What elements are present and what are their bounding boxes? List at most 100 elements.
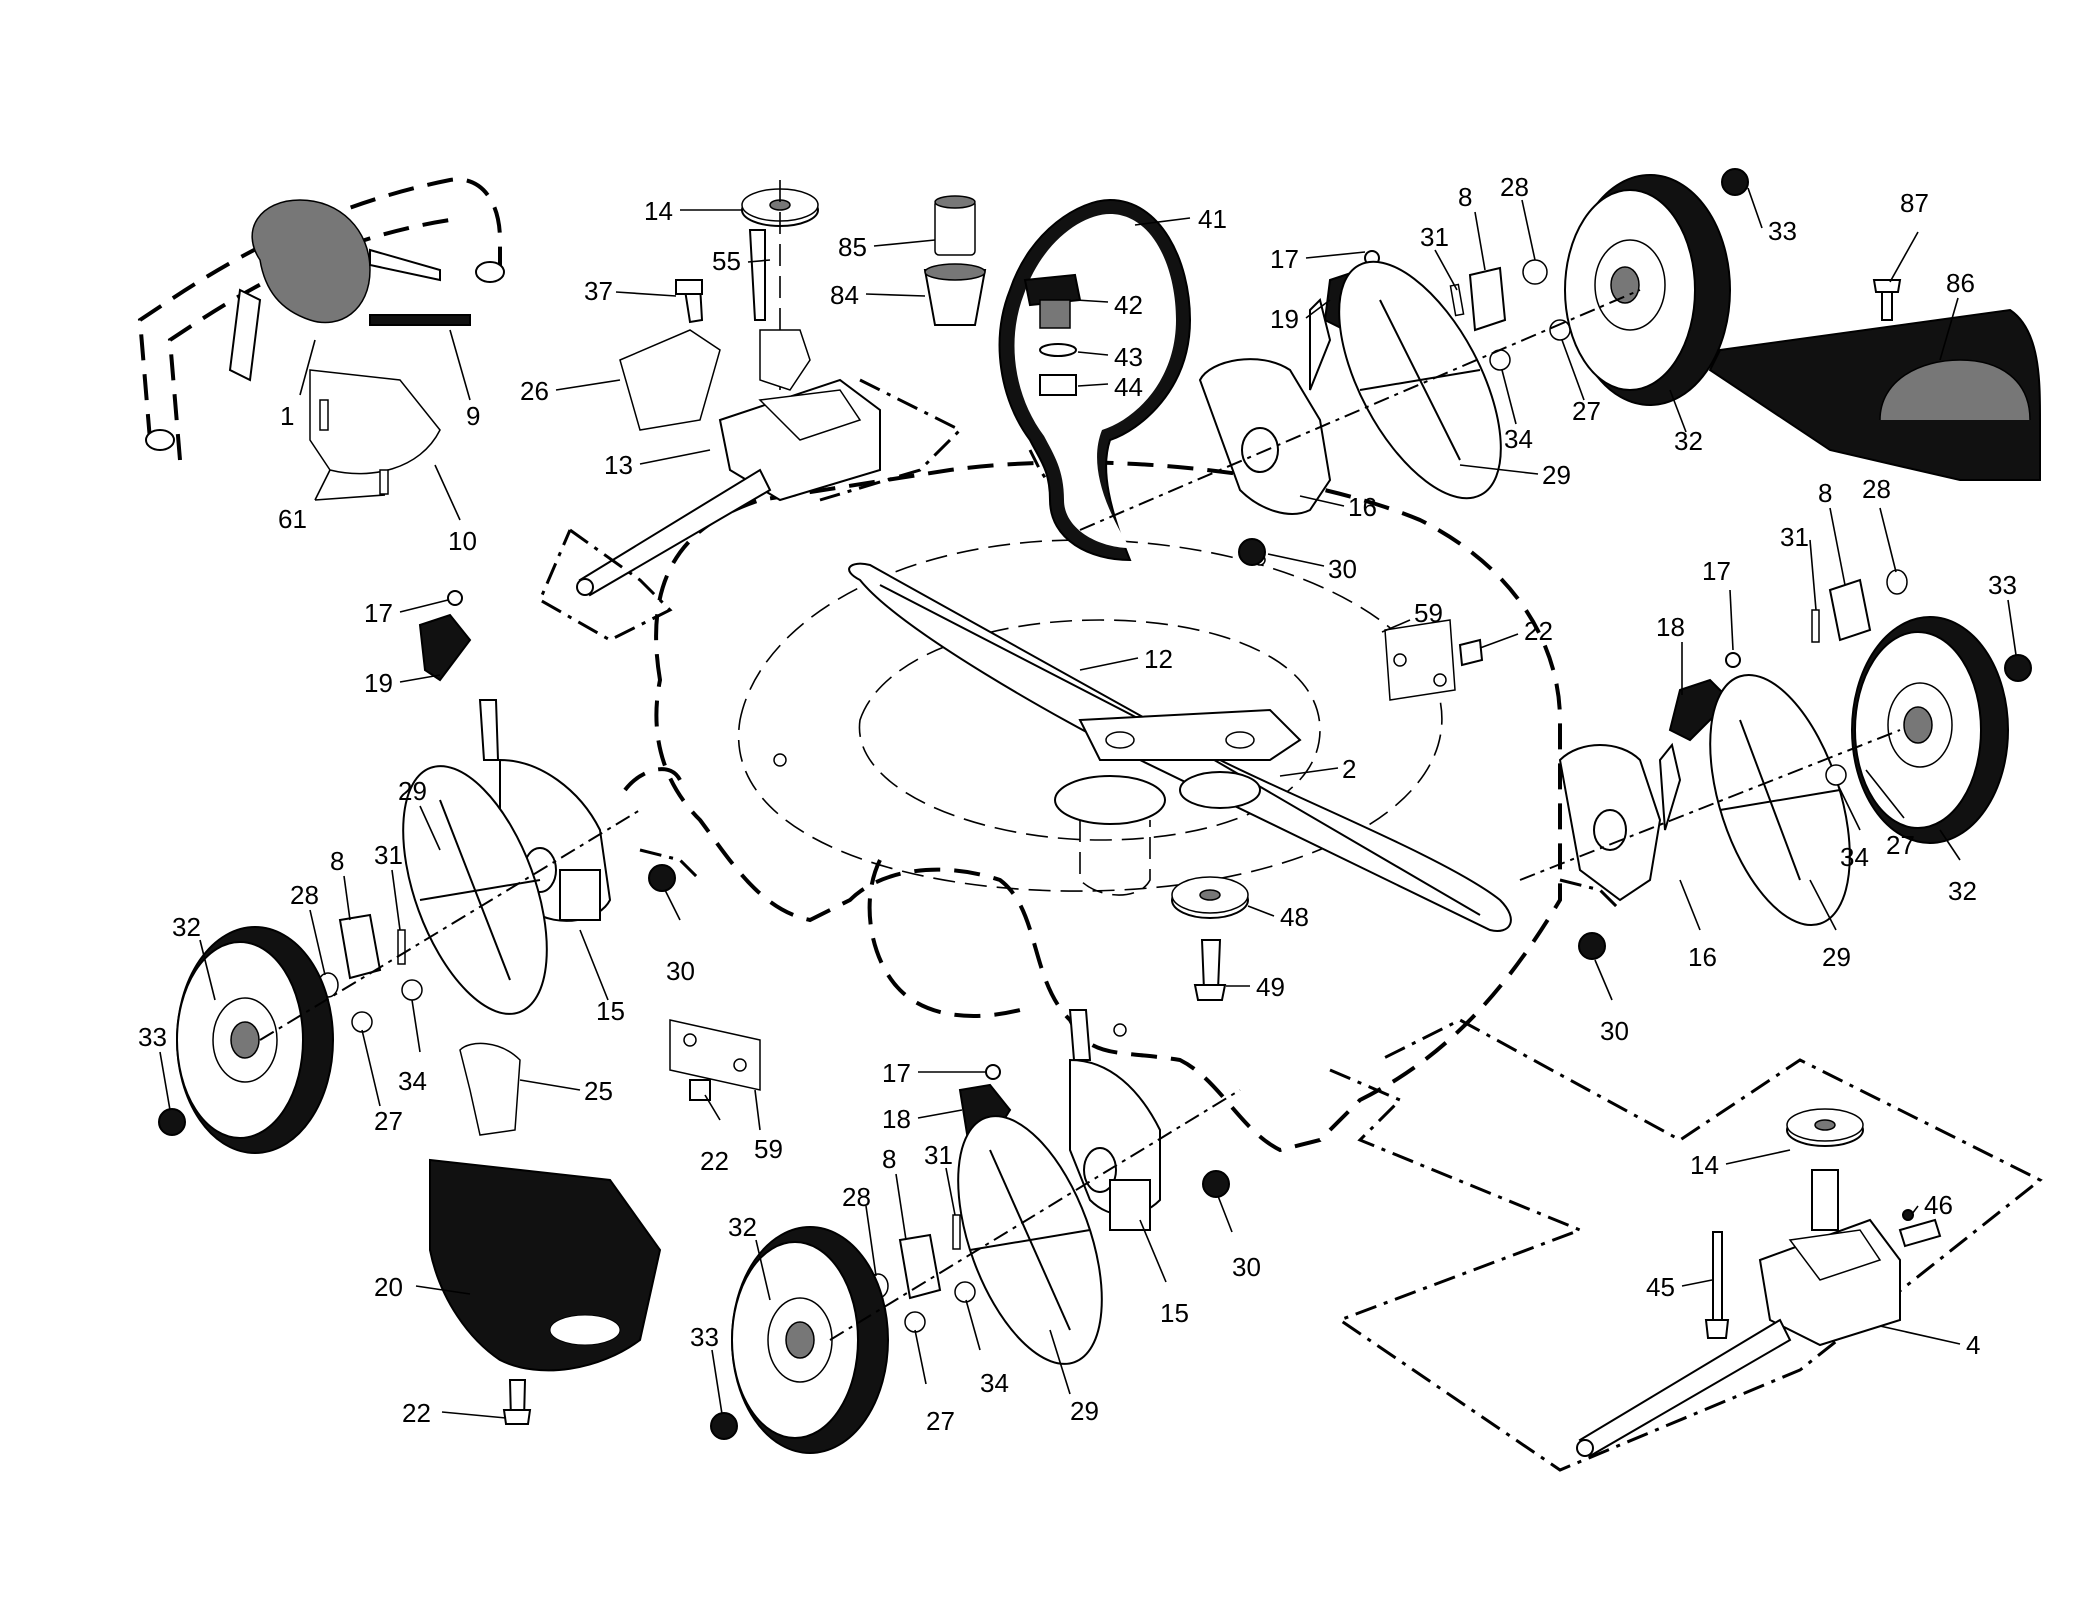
callout-label: 28: [290, 880, 319, 910]
upper-transmission-group: [538, 180, 963, 642]
callout-label: 85: [838, 232, 867, 262]
callout-label: 84: [830, 280, 859, 310]
callout-label: 34: [1840, 842, 1869, 872]
bolt-icon: [1200, 939, 1222, 991]
callout-label: 20: [374, 1272, 403, 1302]
callout-label: 18: [882, 1104, 911, 1134]
callout-label: 45: [1646, 1272, 1675, 1302]
callout-label: 32: [1674, 426, 1703, 456]
hex-nut-icon: [2004, 654, 2032, 682]
callout-label: 26: [520, 376, 549, 406]
deflector-icon: [429, 1158, 662, 1372]
callout-label: 29: [1822, 942, 1851, 972]
gear-icon: [898, 1233, 942, 1300]
dipstick-icon: [1712, 1231, 1723, 1331]
callout-label: 29: [1070, 1396, 1099, 1426]
callout-label: 31: [1420, 222, 1449, 252]
callout-label: 33: [1768, 216, 1797, 246]
callout-label: 9: [466, 401, 480, 431]
callout-label: 22: [1524, 616, 1553, 646]
callout-label: 55: [712, 246, 741, 276]
rear-guard-icon: [1708, 308, 2041, 481]
callout-label: 13: [604, 450, 633, 480]
callout-label: 59: [754, 1134, 783, 1164]
callout-label: 61: [278, 504, 307, 534]
handle-assembly: [137, 177, 505, 495]
hex-nut-icon: [1721, 168, 1749, 196]
bracket-strip-lower: [669, 1019, 761, 1101]
right-front-wheel-group: [1519, 569, 2032, 960]
callout-label: 43: [1114, 342, 1143, 372]
callout-label: 27: [1886, 830, 1915, 860]
right-rear-wheel-group: [1079, 168, 1749, 566]
bracket-strip-icon: [669, 1019, 761, 1091]
callout-label: 4: [1966, 1330, 1980, 1360]
callout-label: 10: [448, 526, 477, 556]
callout-label: 48: [1280, 902, 1309, 932]
callout-label: 34: [980, 1368, 1009, 1398]
callout-label: 28: [1862, 474, 1891, 504]
callout-label: 59: [1414, 598, 1443, 628]
gear-icon: [338, 913, 382, 980]
left-front-wheel-group: [710, 1009, 1241, 1454]
screw-icon: [1881, 289, 1893, 321]
rear-guard-group: [1708, 279, 2041, 481]
callout-label: 32: [172, 912, 201, 942]
callout-label: 31: [924, 1140, 953, 1170]
lower-transmission-group: [1329, 1018, 2043, 1472]
callout-label: 25: [584, 1076, 613, 1106]
callout-label: 12: [1144, 644, 1173, 674]
washer-icon: [1039, 343, 1077, 357]
callout-label: 33: [690, 1322, 719, 1352]
gear-icon: [1468, 266, 1507, 332]
grip-icon: [418, 613, 472, 682]
callout-label: 2: [1342, 754, 1356, 784]
spring-icon: [748, 229, 766, 321]
vent-plug-icon: [1902, 1209, 1914, 1221]
callout-label: 32: [728, 1212, 757, 1242]
callout-label: 31: [374, 840, 403, 870]
callout-label: 17: [1702, 556, 1731, 586]
callout-label: 8: [1818, 478, 1832, 508]
callout-label: 30: [666, 956, 695, 986]
nut-icon: [1039, 374, 1077, 396]
callout-label: 27: [1572, 396, 1601, 426]
callout-label: 37: [584, 276, 613, 306]
callout-label: 8: [330, 846, 344, 876]
callout-label: 14: [644, 196, 673, 226]
axle-icon: [578, 468, 772, 597]
callout-label: 33: [138, 1022, 167, 1052]
callout-label: 46: [1924, 1190, 1953, 1220]
belt-assembly: [848, 562, 1512, 1001]
left-rear-wheel-group: [158, 590, 702, 1154]
callout-label: 22: [402, 1398, 431, 1428]
bracket-strip-upper: [1384, 619, 1484, 701]
callout-label: 18: [1656, 612, 1685, 642]
callout-labels: 1 9 61 10 14 55 37 26 13 85 84 41 42 43 …: [138, 172, 2017, 1436]
callout-label: 15: [1160, 1298, 1189, 1328]
callout-label: 14: [1690, 1150, 1719, 1180]
callout-label: 49: [1256, 972, 1285, 1002]
callout-label: 34: [1504, 424, 1533, 454]
callout-label: 22: [700, 1146, 729, 1176]
callout-label: 86: [1946, 268, 1975, 298]
grip-icon: [1668, 678, 1732, 742]
detail-bubble: [998, 198, 1192, 562]
callout-label: 16: [1688, 942, 1717, 972]
callout-label: 33: [1988, 570, 2017, 600]
callout-label: 30: [1600, 1016, 1629, 1046]
callout-label: 29: [1542, 460, 1571, 490]
callout-label: 34: [398, 1066, 427, 1096]
callout-label: 19: [1270, 304, 1299, 334]
hex-nut-icon: [710, 1412, 738, 1440]
callout-label: 28: [1500, 172, 1529, 202]
hex-nut-icon: [158, 1108, 186, 1136]
callout-label: 8: [882, 1144, 896, 1174]
callout-label: 15: [596, 996, 625, 1026]
callout-label: 42: [1114, 290, 1143, 320]
callout-label: 27: [926, 1406, 955, 1436]
callout-label: 30: [1232, 1252, 1261, 1282]
callout-label: 87: [1900, 188, 1929, 218]
